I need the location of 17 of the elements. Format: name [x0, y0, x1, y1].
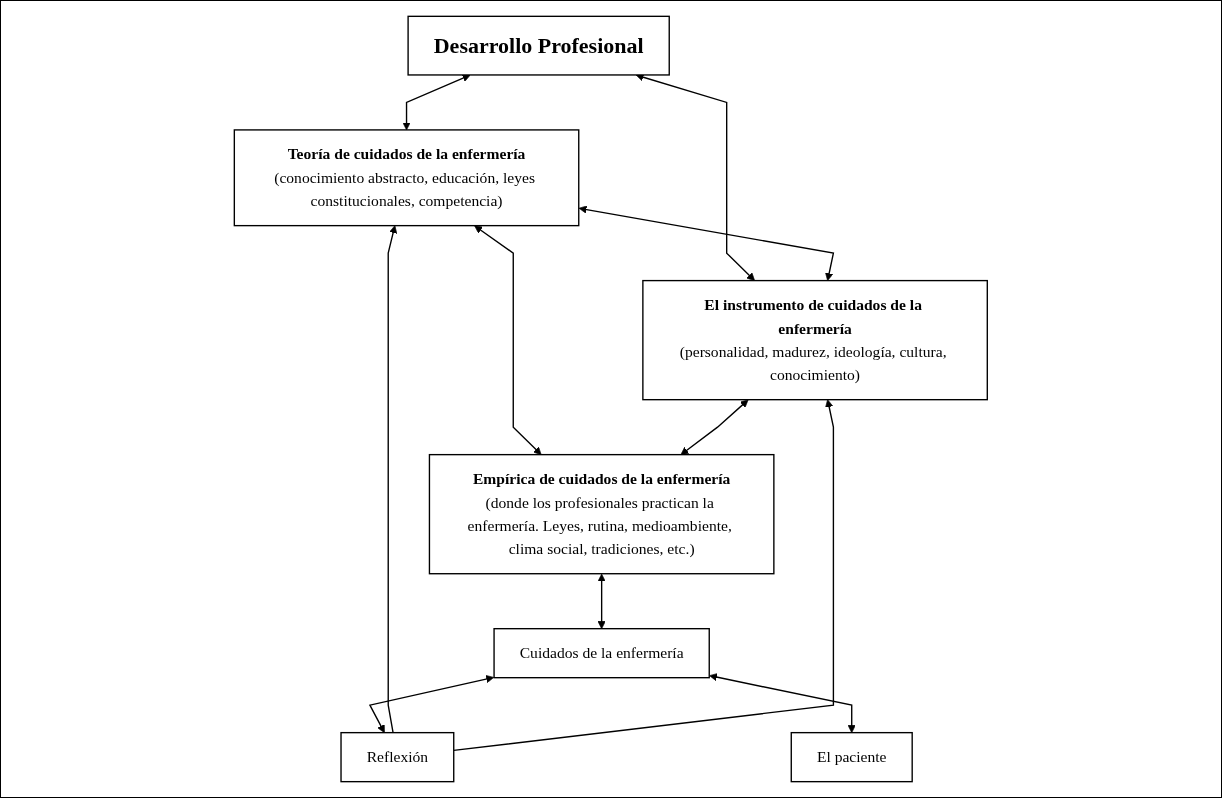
arrow [387, 225, 398, 734]
node-box: El instrumento de cuidados de la enfermería (personalidad, madurez, ideología, cultura, conocimiento) [642, 279, 989, 401]
arrow [402, 74, 471, 131]
node-box: Cuidados de la enfermería [493, 628, 711, 679]
node-box: El paciente [790, 731, 914, 783]
node-box: Teoría de cuidados de la enfermería (conocimiento abstracto, educación, leyes constitucionales, competencia) [233, 129, 580, 227]
node-box: Desarrollo Profesional [407, 15, 671, 76]
arrow [709, 673, 856, 733]
arrow [597, 573, 606, 630]
arrow [680, 399, 749, 455]
node-box: Empírica de cuidados de la enfermería (donde los profesionales practican la enfermería. Leyes, rutina, medioambiente, clima social, tradiciones, etc.) [428, 453, 775, 575]
arrow [635, 73, 756, 281]
arrow [474, 225, 542, 455]
node-box: Reflexión [340, 731, 455, 783]
arrow [453, 399, 835, 752]
arrow [578, 205, 835, 281]
arrow [369, 675, 495, 733]
